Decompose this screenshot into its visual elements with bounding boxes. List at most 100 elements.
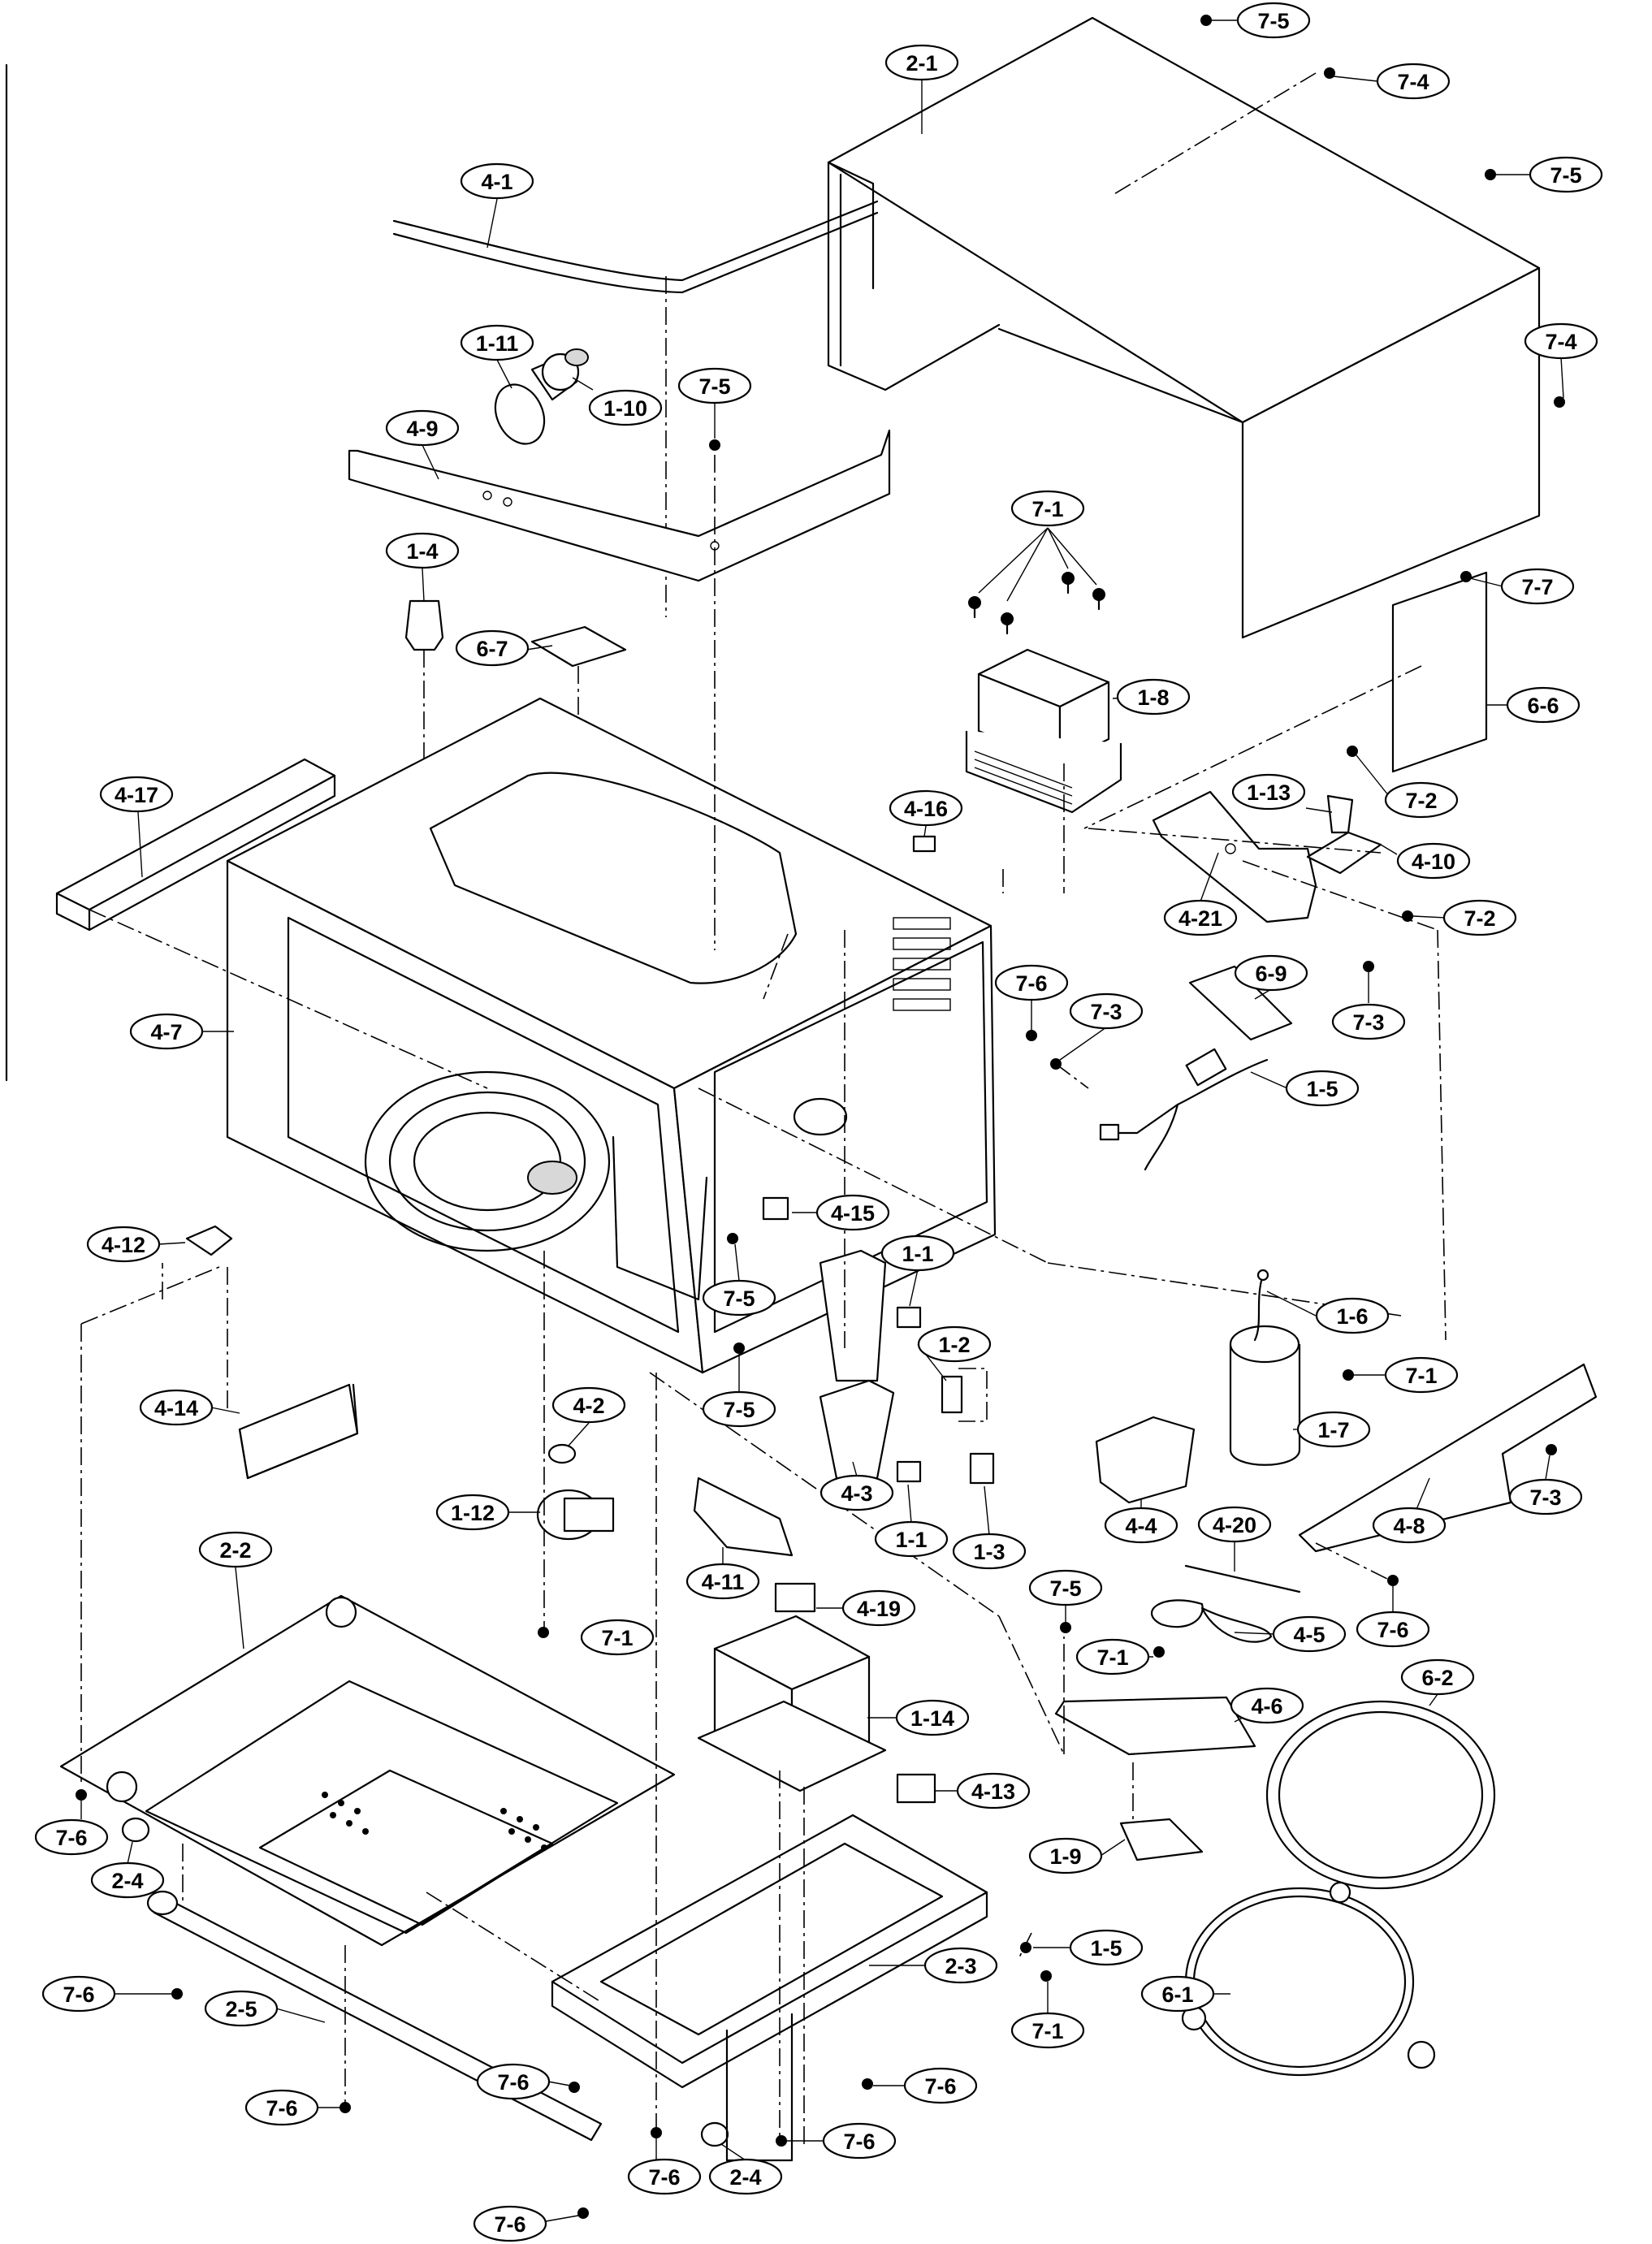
svg-text:1-12: 1-12 [451, 1501, 495, 1525]
svg-text:7-2: 7-2 [1464, 906, 1495, 931]
svg-text:1-3: 1-3 [973, 1540, 1005, 1564]
svg-text:4-2: 4-2 [573, 1394, 604, 1418]
svg-text:6-7: 6-7 [476, 637, 508, 661]
svg-text:2-4: 2-4 [729, 2165, 761, 2190]
svg-text:1-4: 1-4 [406, 539, 438, 564]
svg-text:7-6: 7-6 [266, 2096, 297, 2121]
turntable-tray [1265, 1700, 1496, 1890]
label-1-2: 1-2 [917, 1325, 992, 1381]
label-7-1b: 7-1 [1352, 1356, 1459, 1394]
svg-text:4-21: 4-21 [1178, 906, 1222, 931]
label-2-4a: 2-4 [90, 1841, 165, 1899]
label-1-1a: 1-1 [880, 1234, 955, 1307]
power-cord [1099, 1048, 1269, 1171]
svg-text:7-5: 7-5 [698, 374, 730, 399]
trim-strip [392, 200, 879, 282]
fan-assembly [1054, 1564, 1301, 1861]
label-7-5f: 7-5 [1028, 1569, 1103, 1622]
label-7-6b: 7-6 [1356, 1586, 1430, 1648]
label-4-21: 4-21 [1163, 852, 1238, 936]
svg-text:7-6: 7-6 [494, 2212, 525, 2237]
svg-text:2-5: 2-5 [225, 1997, 257, 2021]
label-7-4b: 7-4 [1524, 322, 1598, 399]
label-1-12: 1-12 [435, 1494, 540, 1531]
svg-text:1-2: 1-2 [938, 1333, 970, 1357]
label-1-6: 1-6 [1266, 1291, 1390, 1334]
svg-text:7-6: 7-6 [497, 2070, 529, 2095]
label-7-1a: 7-1 [978, 490, 1097, 602]
label-7-1e: 7-1 [1010, 1982, 1085, 2049]
turntable-motor [536, 1489, 615, 1541]
svg-text:4-4: 4-4 [1125, 1514, 1157, 1538]
svg-text:1-6: 1-6 [1336, 1304, 1368, 1329]
svg-text:1-1: 1-1 [902, 1242, 933, 1266]
label-2-2: 2-2 [198, 1531, 273, 1649]
label-7-3c: 7-3 [1508, 1455, 1583, 1515]
label-6-2: 6-2 [1400, 1658, 1475, 1706]
side-rail [1298, 1363, 1598, 1553]
svg-text:4-13: 4-13 [971, 1779, 1015, 1804]
block-4-16 [912, 835, 936, 853]
label-4-14: 4-14 [139, 1389, 240, 1426]
label-4-12: 4-12 [86, 1226, 186, 1263]
svg-text:1-11: 1-11 [476, 331, 519, 356]
svg-text:2-4: 2-4 [111, 1869, 143, 1893]
svg-text:7-1: 7-1 [601, 1626, 633, 1650]
label-4-2: 4-2 [551, 1386, 626, 1446]
label-4-5: 4-5 [1234, 1615, 1347, 1653]
label-4-7: 4-7 [129, 1013, 234, 1050]
part-4-12 [185, 1225, 233, 1256]
label-7-5d: 7-5 [702, 1243, 776, 1317]
svg-text:6-6: 6-6 [1527, 694, 1559, 718]
label-1-1b: 1-1 [874, 1484, 949, 1558]
svg-text:7-6: 7-6 [1377, 1618, 1408, 1642]
duct-4-11 [693, 1477, 794, 1557]
svg-text:2-2: 2-2 [219, 1538, 251, 1563]
svg-text:6-1: 6-1 [1161, 1982, 1193, 2007]
label-2-1: 2-1 [884, 44, 959, 134]
svg-text:1-8: 1-8 [1137, 685, 1169, 710]
label-6-6: 6-6 [1486, 686, 1581, 724]
label-7-5b: 7-5 [1494, 156, 1603, 193]
svg-text:1-10: 1-10 [603, 396, 647, 421]
svg-text:7-7: 7-7 [1521, 575, 1553, 599]
foot-2-4-left [121, 1817, 150, 1843]
label-7-5c: 7-5 [677, 367, 752, 439]
svg-text:1-14: 1-14 [910, 1706, 954, 1731]
label-4-4: 4-4 [1104, 1498, 1178, 1544]
svg-text:4-10: 4-10 [1412, 850, 1455, 874]
label-1-5a: 1-5 [1250, 1070, 1360, 1107]
svg-text:4-16: 4-16 [904, 797, 948, 821]
transformer [697, 1615, 887, 1792]
svg-text:7-6: 7-6 [55, 1826, 87, 1850]
svg-text:1-9: 1-9 [1049, 1844, 1081, 1869]
assembly-lines [80, 455, 1447, 2144]
svg-text:4-15: 4-15 [831, 1201, 875, 1226]
svg-text:2-1: 2-1 [906, 51, 937, 76]
svg-text:7-5: 7-5 [1049, 1576, 1081, 1601]
svg-text:2-3: 2-3 [945, 1954, 976, 1978]
svg-text:7-6: 7-6 [1015, 971, 1047, 996]
label-1-13: 1-13 [1231, 773, 1333, 813]
label-4-3: 4-3 [820, 1461, 894, 1511]
label-2-3: 2-3 [869, 1947, 998, 1984]
svg-text:4-3: 4-3 [841, 1481, 872, 1506]
label-7-6a: 7-6 [994, 964, 1069, 1031]
svg-text:7-5: 7-5 [723, 1398, 755, 1422]
label-1-14: 1-14 [867, 1699, 970, 1736]
svg-text:4-17: 4-17 [115, 783, 158, 807]
label-6-6 [1391, 571, 1488, 773]
label-6-9: 6-9 [1234, 954, 1308, 1000]
label-7-6c: 7-6 [34, 1801, 109, 1856]
svg-text:7-3: 7-3 [1090, 1000, 1122, 1024]
label-4-16: 4-16 [889, 789, 963, 837]
label-7-3b: 7-3 [1059, 992, 1144, 1061]
base-plate [59, 1594, 676, 1947]
label-4-1: 4-1 [460, 162, 534, 249]
label-7-6i: 7-6 [627, 2138, 702, 2195]
terminal-cover [1095, 1416, 1196, 1504]
outer-cabinet [827, 16, 1541, 639]
svg-text:4-1: 4-1 [481, 170, 512, 194]
magnetron [965, 648, 1122, 814]
label-1-10: 1-10 [572, 377, 663, 426]
